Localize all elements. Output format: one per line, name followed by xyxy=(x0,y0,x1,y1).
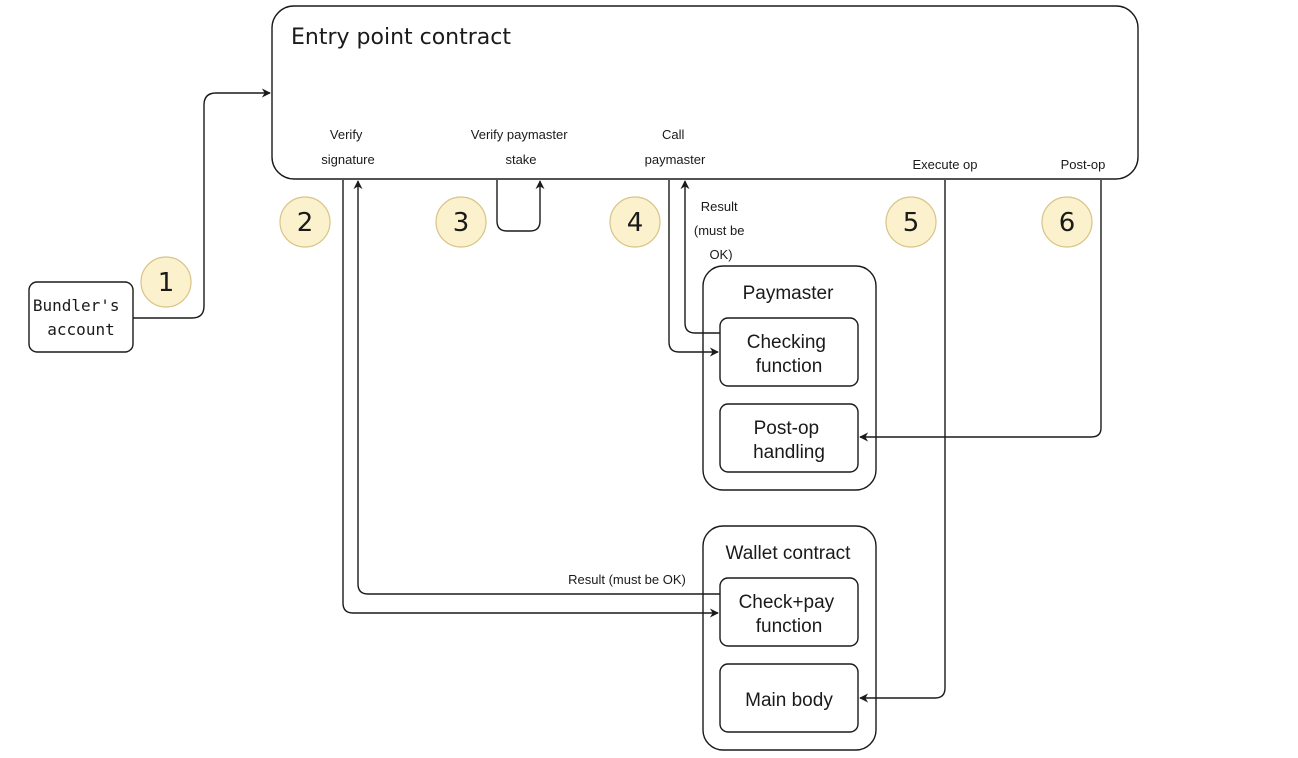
step-badge-5-number: 5 xyxy=(903,208,920,238)
arrow-verify-paymaster-stake xyxy=(496,180,545,232)
step-badge-6-number: 6 xyxy=(1059,208,1076,238)
checking-function-box xyxy=(719,317,859,387)
step-label-execute-op: Execute op xyxy=(912,157,977,172)
step-badge-5: 5 xyxy=(885,196,937,248)
step-badge-2-number: 2 xyxy=(297,208,314,238)
step-label-verify-signature: Verify signature xyxy=(321,127,374,167)
step-badge-6: 6 xyxy=(1041,196,1093,248)
check-pay-function-box xyxy=(719,577,859,647)
verify-signature-line-1: Verify xyxy=(330,127,363,142)
paymaster-result-note: Result (must be OK) xyxy=(694,199,748,262)
check-pay-function-label: Check+pay function xyxy=(739,592,840,637)
bundler-line-2: account xyxy=(47,320,114,339)
wallet-contract-title: Wallet contract xyxy=(726,543,852,564)
paymaster-result-line-2: (must be xyxy=(694,223,745,238)
step-label-verify-paymaster-stake: Verify paymaster stake xyxy=(471,127,571,167)
paymaster-title: Paymaster xyxy=(743,283,834,304)
check-pay-line-1: Check+pay xyxy=(739,592,835,613)
bundler-account-label: Bundler's account xyxy=(33,296,129,339)
post-op-handling-box xyxy=(719,403,859,473)
step-label-call-paymaster: Call paymaster xyxy=(645,127,706,167)
arrow-paymaster-result xyxy=(680,180,720,334)
arrow-verify-signature-result xyxy=(353,180,720,595)
step-badge-4-number: 4 xyxy=(627,208,644,238)
paymaster-result-line-3: OK) xyxy=(709,247,732,262)
bundler-line-1: Bundler's xyxy=(33,296,120,315)
call-paymaster-line-2: paymaster xyxy=(645,152,706,167)
main-body-box xyxy=(719,663,859,733)
entry-point-title: Entry point contract xyxy=(291,25,511,50)
verify-signature-line-2: signature xyxy=(321,152,374,167)
arrow-verify-signature-call xyxy=(342,180,719,618)
post-op-line-2: handling xyxy=(753,442,825,463)
step-badge-3: 3 xyxy=(435,196,487,248)
verify-stake-line-2: stake xyxy=(505,152,536,167)
check-pay-line-2: function xyxy=(756,616,823,637)
call-paymaster-line-1: Call xyxy=(662,127,685,142)
arrow-execute-op-to-main-body xyxy=(859,180,946,703)
arrow-bundler-to-entry-point xyxy=(133,88,271,319)
main-body-label: Main body xyxy=(745,690,833,711)
verify-stake-line-1: Verify paymaster xyxy=(471,127,568,142)
step-label-post-op: Post-op xyxy=(1061,157,1106,172)
step-badge-3-number: 3 xyxy=(453,208,470,238)
arrow-post-op-to-handling xyxy=(859,180,1102,442)
checking-line-1: Checking xyxy=(747,332,826,353)
checking-line-2: function xyxy=(756,356,823,377)
arrow-call-paymaster-check xyxy=(668,180,719,357)
step-badge-1-number: 1 xyxy=(158,268,175,298)
post-op-handling-label: Post-op handling xyxy=(753,418,825,463)
step-badge-1: 1 xyxy=(140,256,192,308)
entry-point-contract-box xyxy=(271,5,1139,180)
wallet-result-note: Result (must be OK) xyxy=(568,572,686,587)
post-op-line-1: Post-op xyxy=(754,418,819,439)
bundler-account-box xyxy=(28,281,134,353)
step-badge-2: 2 xyxy=(279,196,331,248)
paymaster-result-line-1: Result xyxy=(701,199,738,214)
step-badge-4: 4 xyxy=(609,196,661,248)
checking-function-label: Checking function xyxy=(747,332,832,377)
